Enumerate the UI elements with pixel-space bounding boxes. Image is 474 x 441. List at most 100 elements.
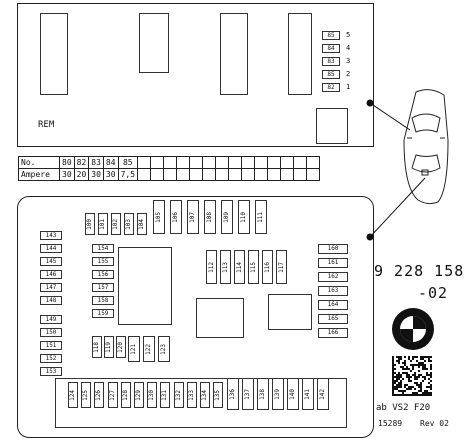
fuse-slot: 143 (40, 231, 62, 240)
fuse-number: 85 (327, 70, 335, 78)
fuse-slot: 127 (107, 382, 118, 408)
rem-relay-3 (220, 13, 248, 95)
fuse-number: 146 (45, 270, 57, 278)
fuse-slot: 118 (92, 336, 102, 358)
fuse-slot: 148 (40, 296, 62, 305)
fuse-number: 143 (45, 231, 57, 239)
fuse-slot: 122 (143, 336, 155, 362)
fuse-number: 163 (327, 287, 339, 294)
fuse-slot: 116 (262, 250, 273, 284)
fuse-slot: 128 (120, 382, 131, 408)
fuse-slot: 149 (40, 315, 62, 324)
fuse-number: 161 (327, 259, 339, 266)
fuse-slot: 144 (40, 244, 62, 253)
rem-position-number: 1 (346, 83, 351, 91)
rem-marker-dot (366, 99, 374, 107)
rem-fuse-slot: 84 (322, 44, 340, 53)
fuse-slot: 125 (81, 382, 92, 408)
rem-position-number: 2 (346, 70, 351, 78)
fuse-slot: 156 (92, 270, 114, 279)
fuse-number: 160 (327, 245, 339, 252)
fuse-slot: 146 (40, 270, 62, 279)
fuse-slot: 132 (173, 382, 184, 408)
fuse-slot: 142 (317, 378, 329, 410)
fuse-number: 156 (97, 270, 109, 278)
leader-line-fusebox (369, 177, 426, 238)
fuse-number: 145 (45, 257, 57, 265)
fuse-slot: 163 (318, 286, 348, 296)
footer-variant: ab VS2 F20 (376, 403, 431, 413)
fuse-slot: 161 (318, 258, 348, 268)
rem-position-number: 4 (346, 44, 351, 52)
fuse-slot: 134 (200, 382, 210, 408)
fuse-slot: 133 (186, 382, 197, 408)
fuse-slot: 147 (40, 283, 62, 292)
fuse-number: 155 (97, 257, 109, 265)
relay-right (268, 294, 312, 330)
fuse-number: 158 (97, 296, 109, 304)
fuse-slot: 112 (206, 250, 217, 284)
rem-label: REM (38, 120, 55, 130)
fuse-slot: 117 (276, 250, 287, 284)
fuse-number: 84 (327, 44, 335, 52)
table-cell: 30 (59, 168, 75, 181)
fuse-slot: 113 (220, 250, 231, 284)
rem-fuse-slot: 85 (322, 31, 340, 40)
table-cell-empty (306, 168, 321, 181)
fusebox-marker-dot (366, 233, 374, 241)
rem-relay-2 (139, 13, 169, 73)
part-number-line2: -02 (418, 284, 449, 302)
fuse-slot: 129 (134, 382, 144, 408)
footer-code: 15289 (378, 419, 403, 428)
fuse-slot: 106 (170, 200, 182, 234)
fuse-slot: 140 (287, 378, 299, 410)
relay-center (196, 298, 244, 338)
rem-relay-5 (316, 108, 348, 144)
fuse-slot: 154 (92, 244, 114, 253)
fuse-slot: 150 (40, 328, 62, 337)
fuse-slot: 153 (40, 367, 62, 376)
fuse-slot: 141 (302, 378, 314, 410)
ampere-table: No. 80 82 83 84 85 Ampere 30 20 30 (18, 156, 321, 181)
rem-fuse-slot: 82 (322, 83, 340, 92)
leader-line-rem (369, 102, 411, 131)
fuse-slot: 166 (318, 328, 348, 338)
fuse-slot: 145 (40, 257, 62, 266)
rem-relay-4 (288, 13, 312, 95)
fuse-slot: 160 (318, 244, 348, 254)
fuse-slot: 120 (116, 336, 126, 358)
fuse-number: 85 (327, 31, 335, 39)
fuse-slot: 130 (147, 382, 158, 408)
fuse-slot: 102 (111, 213, 121, 235)
fuse-slot: 162 (318, 272, 348, 282)
fuse-slot: 157 (92, 283, 114, 292)
table-cell: 7,5 (117, 168, 139, 181)
fuse-slot: 124 (68, 382, 78, 408)
fuse-slot: 111 (255, 200, 267, 234)
part-number-line1: 9 228 158 (374, 262, 465, 280)
rem-position-number: 3 (346, 57, 351, 65)
fuse-number: 157 (97, 283, 109, 291)
fuse-slot: 115 (248, 250, 259, 284)
fuse-slot: 101 (98, 213, 108, 235)
fuse-number: 162 (327, 273, 339, 280)
fuse-slot: 165 (318, 314, 348, 324)
fuse-slot: 121 (128, 336, 140, 362)
fuse-number: 147 (45, 283, 57, 291)
fuse-number: 166 (327, 329, 339, 336)
relay-left (118, 247, 172, 325)
fuse-number: 149 (45, 315, 57, 323)
car-top-view-icon (403, 89, 449, 205)
fuse-slot: 107 (187, 200, 199, 234)
fuse-slot: 108 (204, 200, 216, 234)
fuse-slot: 110 (238, 200, 250, 234)
fuse-number: 153 (45, 367, 57, 375)
fuse-slot: 123 (158, 336, 170, 362)
fuse-slot: 159 (92, 309, 114, 318)
rem-position-number: 5 (346, 31, 351, 39)
fuse-number: 148 (45, 296, 57, 304)
rem-fuse-slot: 85 (322, 70, 340, 79)
rem-fuse-slot: 83 (322, 57, 340, 66)
fuse-slot: 136 (227, 378, 239, 410)
